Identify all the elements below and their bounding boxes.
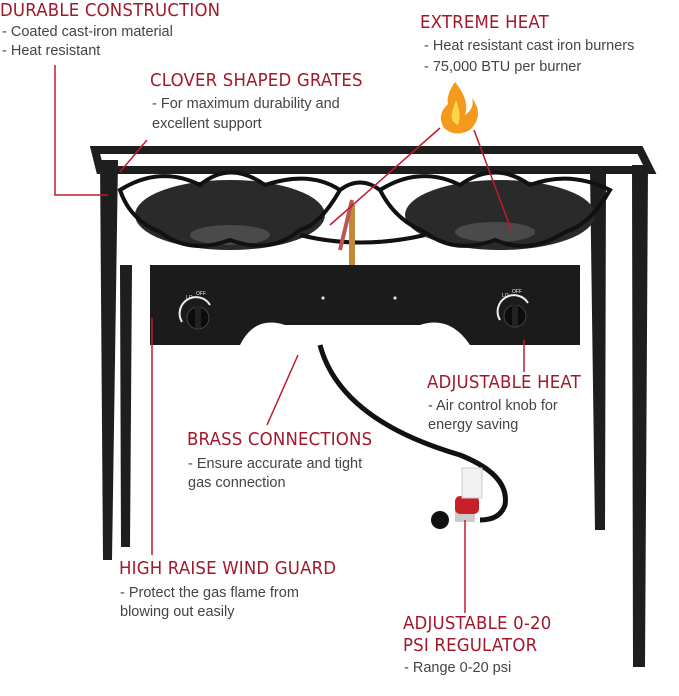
feature-line: - Coated cast-iron material — [2, 24, 173, 40]
feature-title: ADJUSTABLE 0-20 — [403, 613, 552, 634]
feature-title: EXTREME HEAT — [420, 12, 549, 33]
right-knob[interactable] — [496, 294, 529, 328]
svg-text:OFF: OFF — [512, 289, 522, 295]
feature-title: CLOVER SHAPED GRATES — [150, 70, 363, 91]
stove-legs — [100, 160, 648, 667]
left-burner — [135, 180, 325, 250]
feature-line: - Range 0-20 psi — [404, 660, 512, 676]
feature-line: - Heat resistant — [2, 43, 101, 59]
feature-line: - For maximum durability and — [152, 96, 340, 112]
feature-line: gas connection — [188, 475, 286, 491]
svg-text:OFF: OFF — [196, 291, 206, 297]
regulator — [431, 467, 483, 529]
feature-line: - Protect the gas flame from — [120, 585, 299, 601]
frame-top — [89, 146, 657, 174]
flame-icon — [440, 82, 479, 134]
feature-title: BRASS CONNECTIONS — [187, 429, 373, 450]
feature-title: DURABLE CONSTRUCTION — [0, 0, 221, 21]
left-knob[interactable] — [178, 296, 211, 330]
feature-title: HIGH RAISE WIND GUARD — [119, 558, 337, 579]
feature-line: excellent support — [152, 116, 262, 132]
feature-title: PSI REGULATOR — [403, 635, 538, 656]
clover-grates — [117, 170, 613, 248]
gas-hose — [317, 344, 508, 523]
feature-line: energy saving — [428, 417, 519, 433]
feature-line: blowing out easily — [120, 604, 235, 620]
feature-line: - Heat resistant cast iron burners — [424, 38, 635, 54]
right-burner — [405, 180, 595, 250]
feature-line: - Air control knob for — [428, 398, 558, 414]
svg-text:LO: LO — [502, 293, 509, 299]
leader-lines — [54, 65, 525, 613]
feature-title: ADJUSTABLE HEAT — [427, 372, 581, 393]
wind-guard-panel — [150, 265, 580, 345]
feature-line: - 75,000 BTU per burner — [424, 59, 582, 75]
svg-text:LO: LO — [186, 295, 193, 301]
feature-line: - Ensure accurate and tight — [188, 456, 363, 472]
